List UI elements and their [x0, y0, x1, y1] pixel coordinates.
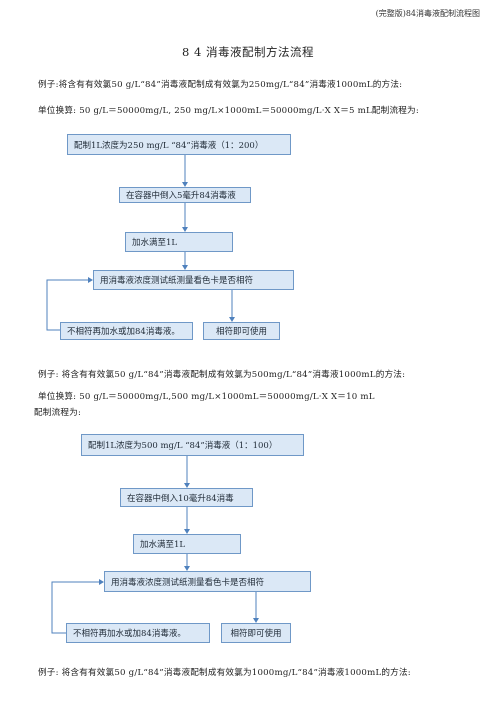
example2-conversion: 单位换算: 50 g/L＝50000mg/L,500 mg/L×1000mL＝5… [38, 392, 375, 402]
example2-flow-label: 配制流程为: [34, 408, 82, 418]
flow1-step-test: 用消毒液浓度测试纸测量看色卡是否相符 [93, 270, 294, 290]
flow1-step-pour: 在容器中倒入5毫升84消毒液 [119, 187, 251, 203]
example3-intro: 例子: 将含有有效氯50 g/L“84”消毒液配制成有效氯为1000mg/L“8… [38, 668, 411, 678]
flow1-step-fail: 不相符再加水或加84消毒液。 [60, 322, 193, 340]
flow2-step-fill: 加水满至1L [133, 534, 241, 554]
flow1-step-pass: 相符即可使用 [203, 322, 280, 340]
document-header: (完整版)84消毒液配制流程图 [375, 9, 480, 18]
example2-intro: 例子: 将含有有效氯50 g/L“84”消毒液配制成有效氯为500mg/L“84… [38, 370, 406, 380]
flow2-step-test: 用消毒液浓度测试纸测量看色卡是否相符 [104, 571, 311, 592]
flow1-step-goal: 配制1L浓度为250 mg/L “84”消毒液（1：200） [67, 134, 291, 155]
flow2-step-goal: 配制1L浓度为500 mg/L “84”消毒液（1：100） [81, 434, 304, 456]
example1-conversion: 单位换算: 50 g/L＝50000mg/L, 250 mg/L×1000mL＝… [38, 106, 419, 116]
flow2-step-pass: 相符即可使用 [221, 623, 291, 643]
flow2-step-pour: 在容器中倒入10毫升84消毒 [120, 488, 253, 507]
page-title: 8 4 消毒液配制方法流程 [182, 45, 314, 59]
example1-intro: 例子:将含有有效氯50 g/L“84”消毒液配制成有效氯为250mg/L“84”… [38, 80, 403, 90]
flow2-step-fail: 不相符再加水或加84消毒液。 [66, 623, 210, 643]
flow1-step-fill: 加水满至1L [125, 232, 233, 252]
